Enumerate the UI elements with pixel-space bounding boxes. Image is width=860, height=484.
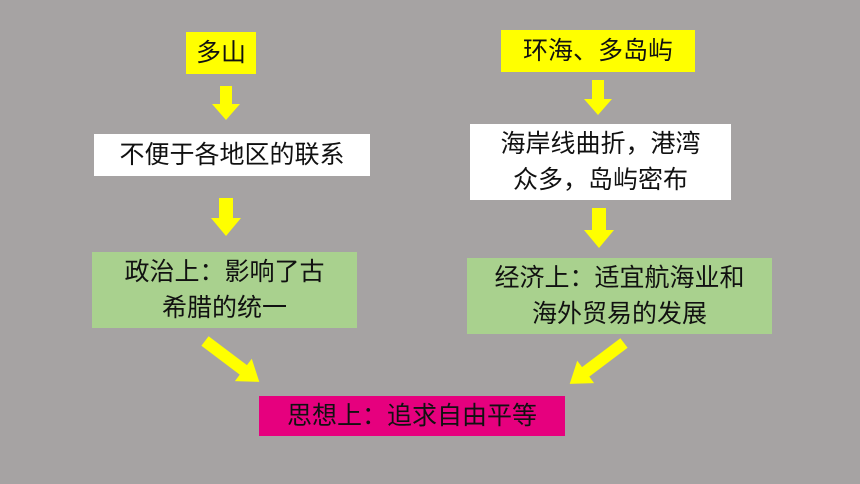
arrow-diag-right	[569, 338, 628, 384]
arrow-down-right-1	[584, 80, 612, 115]
right-effect-box: 海岸线曲折，港湾 众多，岛屿密布	[470, 124, 731, 200]
conclusion-box: 思想上：追求自由平等	[259, 396, 565, 436]
left-effect-box: 不便于各地区的联系	[94, 134, 370, 176]
right-cause-box: 环海、多岛屿	[501, 30, 695, 72]
economic-label: 经济上：适宜航海业和 海外贸易的发展	[494, 263, 745, 328]
arrow-down-right-2	[584, 208, 614, 248]
arrow-down-left-2	[211, 198, 241, 236]
left-effect-label: 不便于各地区的联系	[119, 140, 345, 169]
arrow-diag-left	[201, 336, 260, 382]
right-effect-label: 海岸线曲折，港湾 众多，岛屿密布	[500, 129, 701, 194]
conclusion-label: 思想上：追求自由平等	[286, 401, 537, 430]
political-box: 政治上：影响了古 希腊的统一	[92, 252, 357, 328]
right-cause-label: 环海、多岛屿	[522, 36, 673, 65]
political-label: 政治上：影响了古 希腊的统一	[124, 257, 325, 322]
economic-box: 经济上：适宜航海业和 海外贸易的发展	[467, 258, 772, 334]
left-cause-label: 多山	[195, 38, 246, 67]
left-cause-box: 多山	[186, 32, 256, 74]
arrow-down-left-1	[212, 86, 240, 120]
